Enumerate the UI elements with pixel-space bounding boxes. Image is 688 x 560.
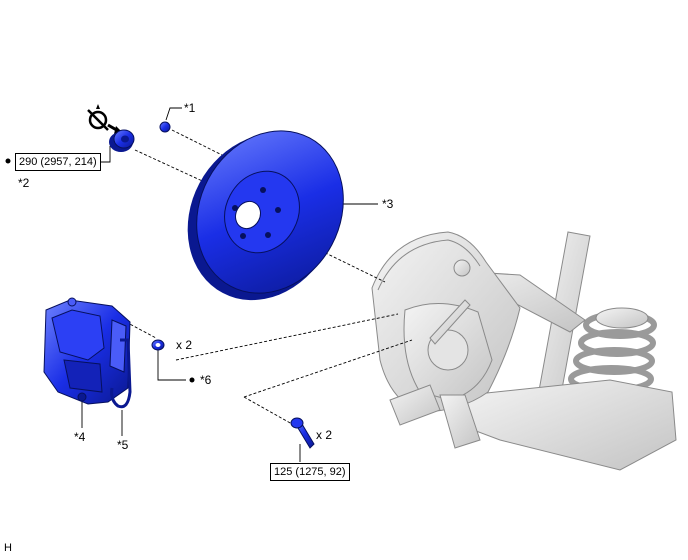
bolt-quantity: x 2 [316,428,333,442]
caliper-bolt [290,417,315,449]
disc-lug-hole [260,187,266,193]
stabilizer-link [429,299,471,345]
leader-c1 [165,107,182,121]
spring-seat-top [595,307,649,329]
link-joint [453,259,471,277]
disc-lug-hole [265,232,271,238]
callout-1: *1 [184,101,196,115]
callout-6: *6 [200,373,212,387]
c6-dot [189,377,195,383]
hub-nut-torque-box: 290 (2957, 214) [15,153,101,171]
leader-hubnut-box [100,146,111,163]
callout-2: *2 [18,176,30,190]
hub-nut [109,129,135,152]
washer-quantity: x 2 [176,338,193,352]
callout-3: *3 [382,197,394,211]
lower-arm [459,379,677,471]
hub-nut-dot [5,158,11,164]
brake-hose [110,338,132,409]
lower-link [389,384,441,426]
disc-lug-hole [240,233,246,239]
callout-5: *5 [117,438,129,452]
suspension-assembly [371,231,677,471]
leader-hubnut-to-disc [134,149,249,203]
dust-shield-rim [377,239,481,291]
gasket [151,339,165,351]
leader-washer-to-knuckle [175,313,399,361]
illustration-code: H [4,542,12,554]
disc-hat [224,170,300,254]
leader-c1-to-disc [171,129,257,173]
brake-disc [187,130,344,301]
solid-leaders [81,107,378,462]
no-reuse-icon [87,104,124,134]
knuckle-leg [439,394,481,449]
disc-lug-hole [232,205,238,211]
leader-bolt-to-knuckle [243,339,413,398]
callout-4: *4 [74,430,86,444]
leader-bolt-down [243,396,293,425]
set-screw [159,121,171,133]
caliper-bolt-torque-box: 125 (1275, 92) [270,463,350,481]
leader-caliper-to-washer [125,321,157,339]
brake-caliper [43,297,131,405]
disc-lug-hole [275,207,281,213]
leader-washer-c6 [157,350,186,381]
